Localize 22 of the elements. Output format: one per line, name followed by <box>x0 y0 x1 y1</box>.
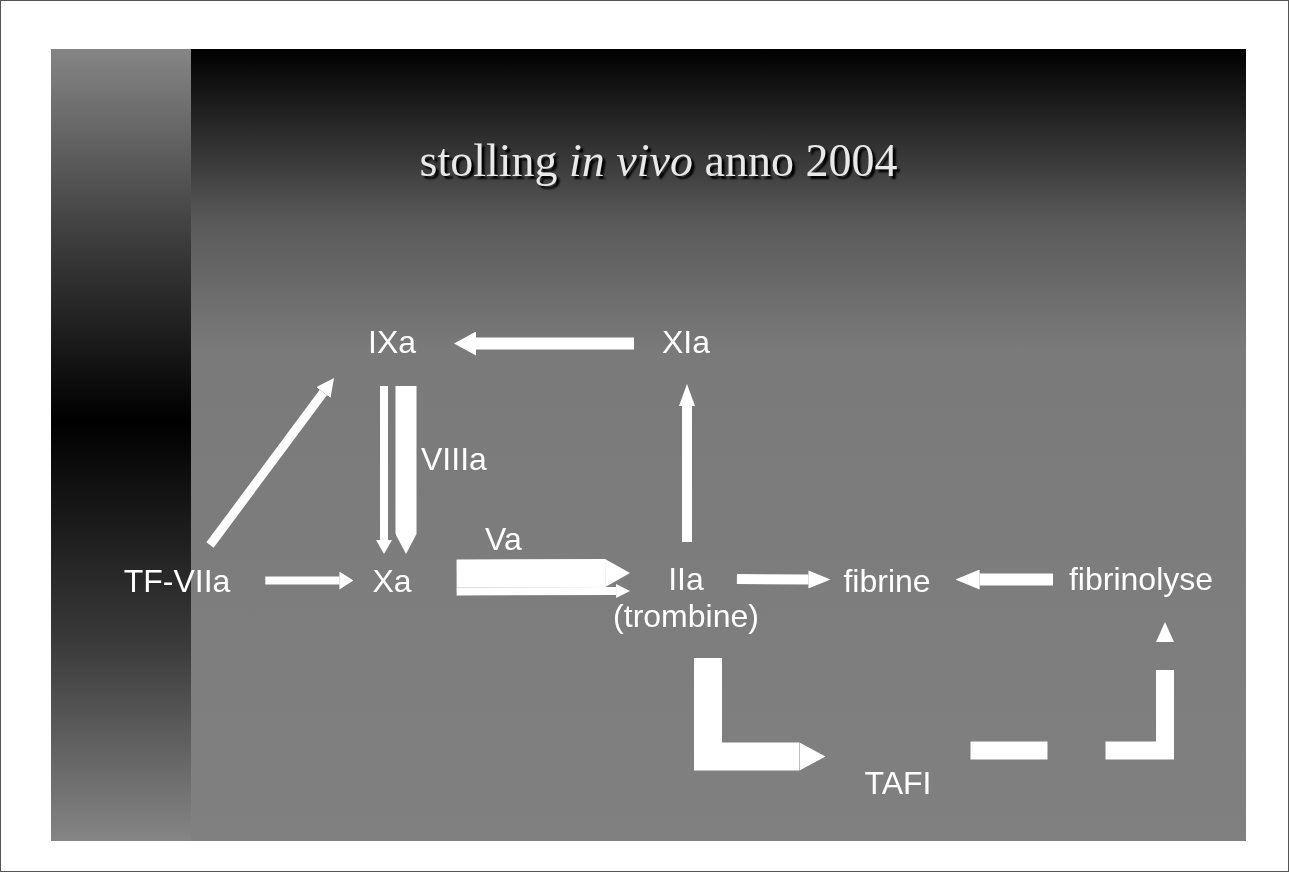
slide-title: stolling in vivo anno 2004 <box>418 134 899 188</box>
arrow <box>679 384 695 542</box>
arrow <box>955 569 1053 590</box>
factor-label: TF-VIIa <box>123 563 231 600</box>
arrow <box>395 386 417 554</box>
factor-label: XIa <box>662 324 710 361</box>
arrow <box>970 622 1174 760</box>
arrow <box>694 658 826 771</box>
factor-label: TAFI <box>864 765 932 802</box>
arrow <box>454 331 634 356</box>
edge-label: Va <box>485 521 522 558</box>
edge-label: VIIIa <box>421 441 487 478</box>
factor-label: IXa <box>368 324 416 361</box>
factor-label: fibrinolyse <box>1068 561 1214 598</box>
arrow <box>206 378 335 548</box>
arrow <box>456 584 631 598</box>
arrow <box>736 570 831 589</box>
factor-label: IIa <box>668 561 704 598</box>
arrow <box>456 559 631 588</box>
factor-label: fibrine <box>843 563 931 600</box>
factor-label: Xa <box>372 563 412 600</box>
factor-label: (trombine) <box>613 598 759 635</box>
